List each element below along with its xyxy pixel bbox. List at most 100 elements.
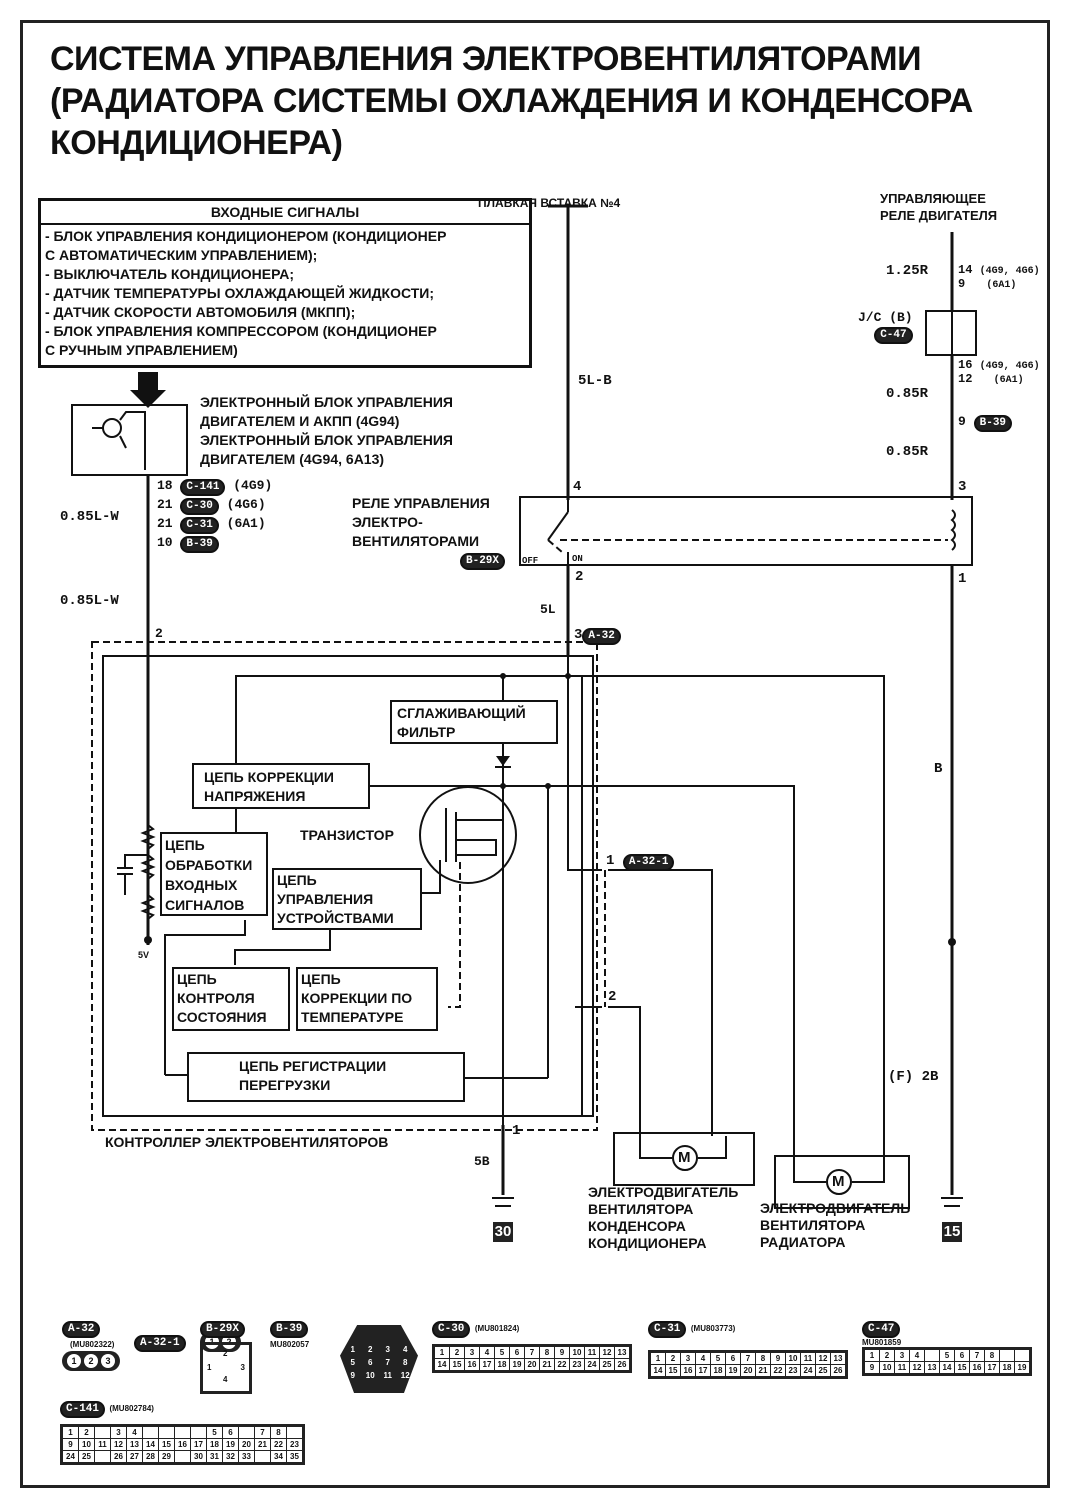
connector-tag[interactable]: A-32-1 (134, 1335, 186, 1352)
pin-label: 3 (958, 479, 967, 495)
connector-tag[interactable]: B-29X (200, 1321, 246, 1338)
connector-pin: 3 (895, 1350, 909, 1361)
wire-label: 1.25R (886, 263, 929, 279)
connector-pin: 20 (525, 1359, 539, 1370)
connector-pin: 27 (127, 1451, 142, 1462)
connector-pin: 18 (495, 1359, 509, 1370)
connector-pin: 9 (771, 1353, 785, 1364)
controller-inner-box (102, 655, 594, 1117)
connector-pin: 14 (651, 1365, 665, 1376)
connector-pin: 6 (955, 1350, 969, 1361)
diagram-title: СИСТЕМА УПРАВЛЕНИЯ ЭЛЕКТРОВЕНТИЛЯТОРАМИ … (50, 38, 973, 164)
wire-label: 0.85L-W (60, 593, 119, 609)
ecu-line-4: ДВИГАТЕЛЕМ (4G94, 6A13) (200, 451, 385, 467)
transistor-symbol (419, 786, 517, 884)
connector-pin: 14 (940, 1362, 954, 1373)
connector-pin: 1 (865, 1350, 879, 1361)
connector-pin: 6 (726, 1353, 740, 1364)
ecu-box (71, 404, 188, 476)
wire-label: (F) 2B (888, 1069, 939, 1085)
condenser-motor-symbol (672, 1145, 698, 1171)
connector-pin: 33 (239, 1451, 254, 1462)
engine-relay-line-2: РЕЛЕ ДВИГАТЕЛЯ (880, 208, 998, 223)
connector-pin: 2 (880, 1350, 894, 1361)
connector-pin: 6 (223, 1427, 238, 1438)
connector-pin: 25 (79, 1451, 94, 1462)
connector-pin: 8 (271, 1427, 286, 1438)
connector-pin: 5 (940, 1350, 954, 1361)
motor-m-icon: M (678, 1149, 691, 1166)
connector-tag[interactable]: C-30 (180, 498, 219, 515)
pin-label: 4 (573, 479, 582, 495)
connector-tag[interactable]: C-47 (874, 327, 913, 344)
connector-pin: 6 (510, 1347, 524, 1358)
connector-tag[interactable]: C-31 (648, 1321, 687, 1338)
connector-pin: 16 (970, 1362, 984, 1373)
connector-pin (1015, 1350, 1029, 1361)
page-frame (20, 20, 1050, 1488)
relay-coil (950, 509, 956, 551)
connector-tag[interactable]: C-141 (60, 1401, 106, 1418)
relay-off-label: OFF (522, 556, 539, 566)
connector-pin: 7 (970, 1350, 984, 1361)
connector-tag[interactable]: C-31 (180, 517, 219, 534)
connector-pin (239, 1427, 254, 1438)
input-signal-item: С РУЧНЫМ УПРАВЛЕНИЕМ) (45, 342, 238, 358)
connector-pin: 16 (465, 1359, 479, 1370)
ground-point-30: 30 (493, 1222, 513, 1242)
connector-pin: 2 (450, 1347, 464, 1358)
connector-tag[interactable]: B-39 (270, 1321, 309, 1338)
connector-pin (191, 1427, 206, 1438)
connector-pin: 29 (159, 1451, 174, 1462)
connector-tag[interactable]: A-32 (582, 628, 621, 645)
connector-pin: 11 (585, 1347, 599, 1358)
connector-pin: 10 (880, 1362, 894, 1373)
input-signal-item: - БЛОК УПРАВЛЕНИЯ КОНДИЦИОНЕРОМ (КОНДИЦИ… (45, 228, 447, 244)
connector-pin: 12 (111, 1439, 126, 1450)
connector-tag[interactable]: C-141 (180, 479, 226, 496)
connector-pin: 20 (741, 1365, 755, 1376)
connector-pin: 23 (287, 1439, 302, 1450)
b39-pin: 9 B-39 (958, 412, 1013, 432)
title-line-2: (РАДИАТОРА СИСТЕМЫ ОХЛАЖДЕНИЯ И КОНДЕНСО… (50, 82, 973, 120)
input-signal-item: - ВЫКЛЮЧАТЕЛЬ КОНДИЦИОНЕРА; (45, 266, 294, 282)
connector-pin: 34 (271, 1451, 286, 1462)
connector-tag[interactable]: B-29X (460, 553, 506, 570)
connector-pin: 11 (801, 1353, 815, 1364)
connector-pin: 17 (696, 1365, 710, 1376)
diode-symbol (496, 756, 510, 766)
input-signals-header: ВХОДНЫЕ СИГНАЛЫ (41, 201, 529, 225)
connector-b39-view (340, 1325, 418, 1393)
connector-a32: A-32 (MU802322) 1 2 3 (62, 1318, 120, 1371)
connector-pin: 8 (540, 1347, 554, 1358)
connector-pin: 21 (756, 1365, 770, 1376)
connector-tag[interactable]: B-39 (180, 536, 219, 553)
wire-label: 0.85R (886, 386, 929, 402)
pin-label: 2 (608, 989, 617, 1005)
connector-pin: 13 (127, 1439, 142, 1450)
connector-tag[interactable]: C-30 (432, 1321, 471, 1338)
connector-pin: 25 (816, 1365, 830, 1376)
connector-tag[interactable]: B-39 (973, 415, 1013, 432)
connector-pin: 5 (711, 1353, 725, 1364)
pin-label: 2 (155, 626, 163, 641)
connector-pin (95, 1451, 110, 1462)
connector-pin (925, 1350, 939, 1361)
connector-tag[interactable]: A-32-1 (622, 854, 675, 871)
connector-pin: 7 (525, 1347, 539, 1358)
connector-tag[interactable]: C-47 (862, 1321, 901, 1338)
controller-dashed-boundary (91, 641, 598, 1131)
fan-relay-line-1: РЕЛЕ УПРАВЛЕНИЯ (352, 495, 490, 511)
connector-tag[interactable]: A-32 (62, 1321, 101, 1338)
connector-pin: 26 (111, 1451, 126, 1462)
connector-pin: 4 (910, 1350, 924, 1361)
connector-pin: 10 (786, 1353, 800, 1364)
